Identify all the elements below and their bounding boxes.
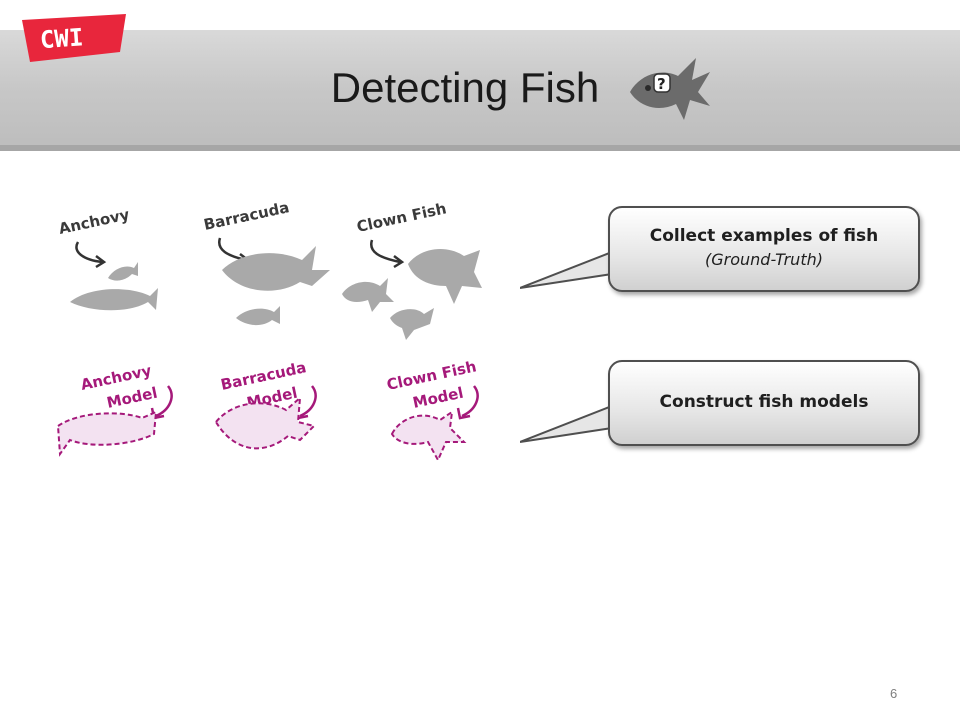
slide-title: Detecting Fish: [330, 64, 600, 111]
title-bar: [0, 30, 960, 148]
callout-fish-models: Construct fish models: [520, 360, 920, 450]
logo-text: CWI: [39, 23, 84, 54]
barracuda-fish-examples: [222, 246, 330, 326]
svg-text:?: ?: [657, 75, 666, 93]
anchovy-fish-examples: [70, 262, 158, 311]
label-clown-fish-model-2: Model: [411, 384, 465, 412]
label-clown-fish: Clown Fish: [355, 199, 448, 236]
page-number: 6: [890, 686, 898, 701]
callout-line1: Collect examples of fish: [649, 226, 879, 246]
question-fish-icon: ?: [630, 58, 710, 120]
callout-line2: (Ground-Truth): [705, 250, 823, 269]
barracuda-model-shape: [214, 395, 316, 450]
fish-illustration: Anchovy Barracuda Clown Fish Anchovy Mod…: [56, 198, 482, 463]
arrow-anchovy: [75, 241, 103, 264]
arrow-clown-fish: [370, 239, 401, 264]
label-clown-fish-model-1: Clown Fish: [385, 357, 478, 394]
clown-fish-model-shape: [390, 409, 467, 463]
callout-line1: Construct fish models: [659, 392, 869, 412]
cwi-logo: CWI: [22, 14, 126, 62]
anchovy-model-shape: [56, 410, 158, 457]
callout-ground-truth: Collect examples of fish (Ground-Truth): [520, 206, 920, 296]
label-anchovy: Anchovy: [57, 205, 131, 238]
label-barracuda: Barracuda: [202, 198, 291, 234]
title-bar-divider: [0, 145, 960, 151]
clown-fish-examples: [342, 249, 482, 340]
label-anchovy-model-2: Model: [105, 384, 159, 412]
